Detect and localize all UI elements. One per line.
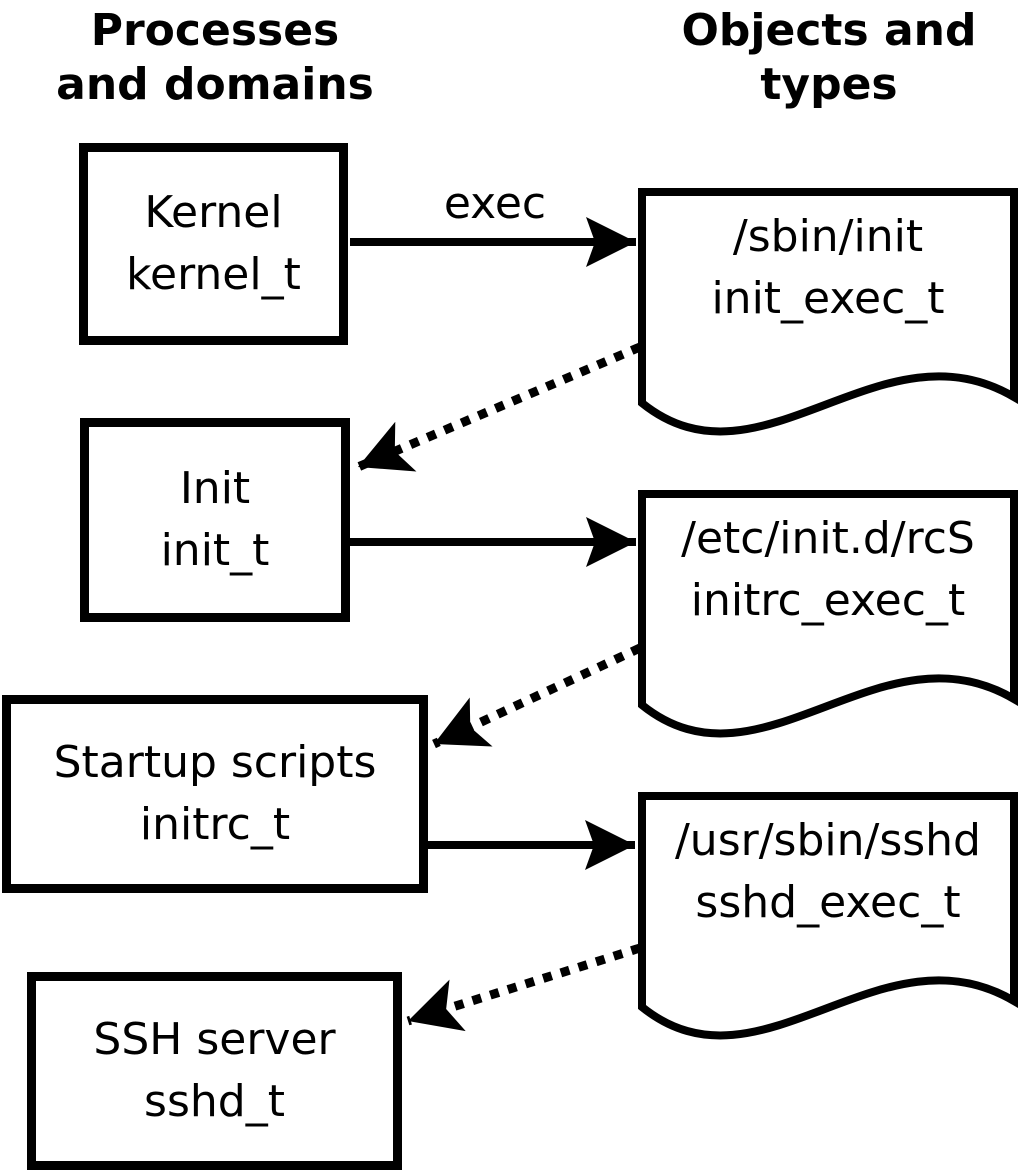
object-file-type: sshd_exec_t <box>695 877 961 928</box>
process-domain-type: sshd_t <box>144 1076 285 1127</box>
process-domain-type: kernel_t <box>126 249 301 300</box>
process-domain-type: init_t <box>160 525 270 576</box>
process-name: Init <box>179 463 251 514</box>
transition-arrow-sshd-to-sshserver <box>406 943 642 1032</box>
column-header-processes: Processes and domains <box>56 5 374 110</box>
object-label-etc-initd-rcs: /etc/init.d/rcS initrc_exec_t <box>640 508 1016 632</box>
exec-arrow-label: exec <box>443 178 547 229</box>
process-name: SSH server <box>93 1014 336 1065</box>
document-shape-usr-sbin-sshd <box>638 792 1018 1040</box>
process-box-ssh-server: SSH server sshd_t <box>27 972 402 1170</box>
object-file-type: init_exec_t <box>711 273 945 324</box>
process-box-init: Init init_t <box>80 418 350 622</box>
column-header-objects: Objects and types <box>681 5 977 110</box>
document-shape-sbin-init <box>638 188 1018 436</box>
object-file-type: initrc_exec_t <box>690 575 966 626</box>
object-path: /etc/init.d/rcS <box>681 513 975 564</box>
process-box-kernel: Kernel kernel_t <box>79 143 348 345</box>
process-box-startup-scripts: Startup scripts initrc_t <box>2 695 428 893</box>
document-shape-etc-initd-rcs <box>638 490 1018 738</box>
transition-arrow-sbininit-to-init <box>356 342 642 472</box>
process-name: Kernel <box>144 187 283 238</box>
object-path: /usr/sbin/sshd <box>674 815 981 866</box>
transition-arrow-rcs-to-initrc <box>432 643 642 749</box>
process-domain-type: initrc_t <box>139 799 291 850</box>
object-path: /sbin/init <box>732 211 924 262</box>
object-label-sbin-init: /sbin/init init_exec_t <box>640 206 1016 330</box>
object-label-usr-sbin-sshd: /usr/sbin/sshd sshd_exec_t <box>640 810 1016 934</box>
process-name: Startup scripts <box>53 737 377 788</box>
